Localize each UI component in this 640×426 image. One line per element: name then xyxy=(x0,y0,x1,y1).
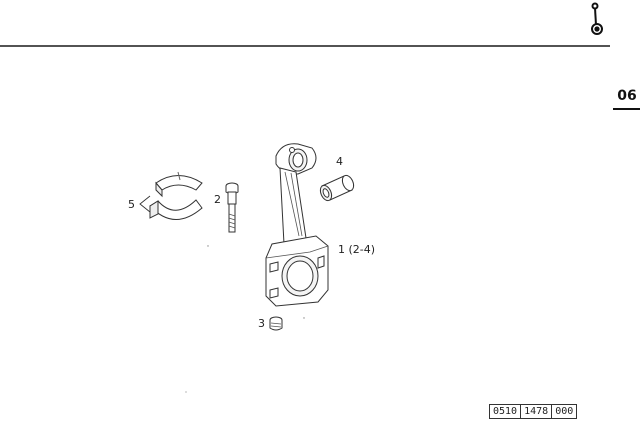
connecting-rod xyxy=(265,143,329,307)
callout-1: 1 (2-4) xyxy=(338,243,375,256)
scan-specks xyxy=(185,245,305,393)
rod-nut xyxy=(269,316,283,331)
bearing-shells xyxy=(149,171,203,220)
section-number: 06 xyxy=(617,88,637,104)
drawing-reference-number: 0510 1478 000 xyxy=(489,404,578,419)
callout-5-leader xyxy=(139,195,151,213)
callout-4: 4 xyxy=(336,155,343,168)
rod-bolt xyxy=(225,182,239,233)
section-number-underline xyxy=(613,108,640,110)
callout-2: 2 xyxy=(214,193,221,206)
small-end-bushing xyxy=(319,174,355,202)
reference-part-1: 0510 xyxy=(493,406,518,417)
callout-3: 3 xyxy=(258,317,265,330)
callout-5: 5 xyxy=(128,198,135,211)
reference-part-2: 1478 xyxy=(520,405,551,418)
connecting-rod-icon xyxy=(591,2,603,35)
reference-part-3: 000 xyxy=(551,405,576,418)
